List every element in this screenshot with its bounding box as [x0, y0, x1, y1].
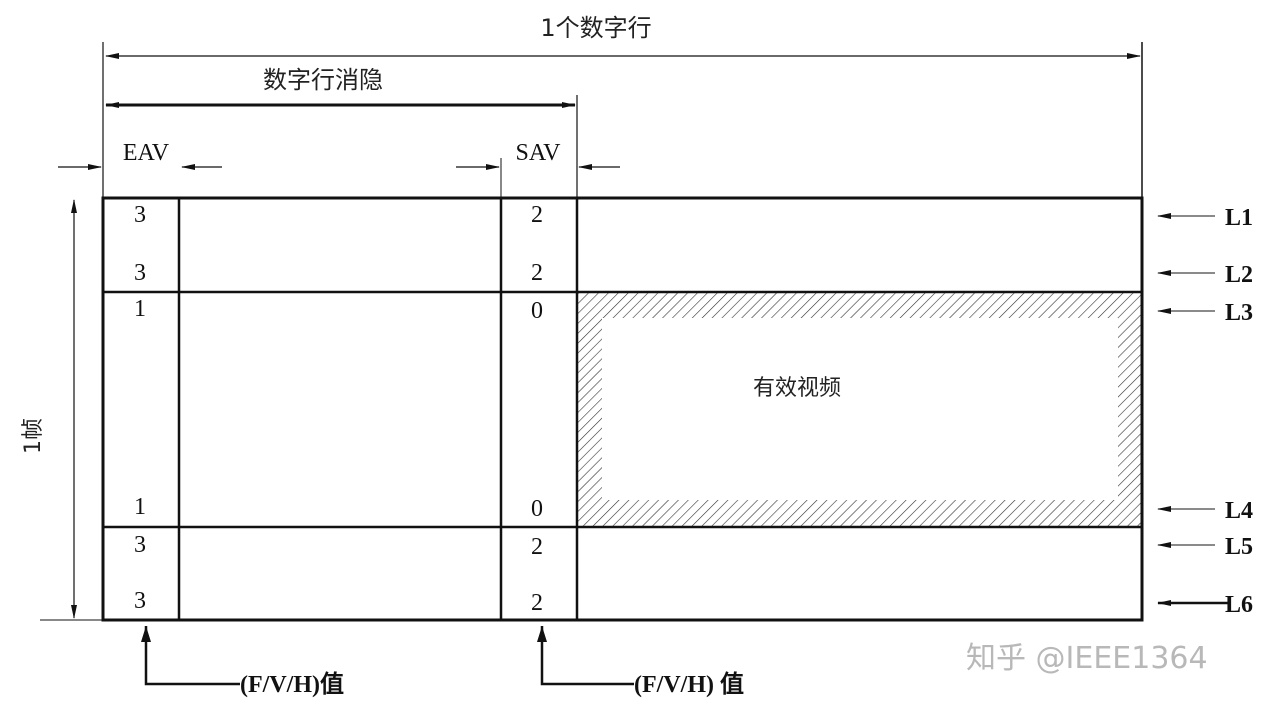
eav-value-l2: 3: [134, 260, 146, 286]
sav-value-l5: 2: [531, 534, 543, 560]
eav-value-l4: 1: [134, 494, 146, 520]
eav-dimension: EAV: [58, 140, 222, 170]
eav-value-l3: 1: [134, 296, 146, 322]
frame-grid: 有效视频: [101, 196, 1144, 622]
line-blanking-label: 数字行消隐: [263, 66, 383, 94]
row-l3: 1 0: [134, 296, 543, 324]
line-label-l3: L3: [1225, 300, 1253, 326]
line-marker-l1: L1: [1157, 205, 1253, 231]
eav-value-l5: 3: [134, 532, 146, 558]
line-marker-l4: L4: [1157, 498, 1253, 524]
row-l5: 3 2: [134, 532, 543, 560]
sav-label: SAV: [516, 140, 562, 166]
sav-value-callout: (F/V/H) 值: [537, 626, 744, 698]
frame-dimension: 1帧: [21, 199, 103, 621]
eav-value-callout-label: (F/V/H)值: [240, 670, 344, 698]
sav-value-l4: 0: [531, 496, 543, 522]
line-label-l5: L5: [1225, 534, 1253, 560]
line-total-label: 1个数字行: [540, 14, 651, 42]
line-label-l2: L2: [1225, 262, 1253, 288]
watermark: 知乎 @IEEE1364: [966, 641, 1208, 676]
line-marker-l6: L6: [1157, 592, 1253, 618]
row-values: 3 2 3 2 1 0 1 0 3 2 3 2: [134, 202, 543, 616]
line-marker-l2: L2: [1157, 262, 1253, 288]
sav-value-l1: 2: [531, 202, 543, 228]
line-marker-l3: L3: [1157, 300, 1253, 326]
active-video-label: 有效视频: [753, 376, 841, 401]
eav-value-l1: 3: [134, 202, 146, 228]
eav-value-callout: (F/V/H)值: [141, 626, 344, 698]
sav-value-l2: 2: [531, 260, 543, 286]
line-labels: L1 L2 L3 L4 L5 L6: [1157, 205, 1253, 618]
row-l4: 1 0: [134, 494, 543, 522]
line-blanking-dimension: 数字行消隐: [105, 66, 578, 198]
line-marker-l5: L5: [1157, 534, 1253, 560]
line-total-dimension: 1个数字行: [102, 14, 1143, 198]
eav-label: EAV: [123, 140, 170, 166]
sav-value-l6: 2: [531, 590, 543, 616]
row-l1: 3 2: [134, 202, 543, 228]
frame-label: 1帧: [21, 418, 46, 454]
line-label-l4: L4: [1225, 498, 1253, 524]
line-label-l1: L1: [1225, 205, 1253, 231]
eav-value-l6: 3: [134, 588, 146, 614]
sav-dimension: SAV: [456, 140, 620, 198]
sav-value-callout-label: (F/V/H) 值: [634, 670, 744, 698]
sav-value-l3: 0: [531, 298, 543, 324]
row-l2: 3 2: [134, 260, 543, 286]
row-l6: 3 2: [134, 588, 543, 616]
line-label-l6: L6: [1225, 592, 1253, 618]
